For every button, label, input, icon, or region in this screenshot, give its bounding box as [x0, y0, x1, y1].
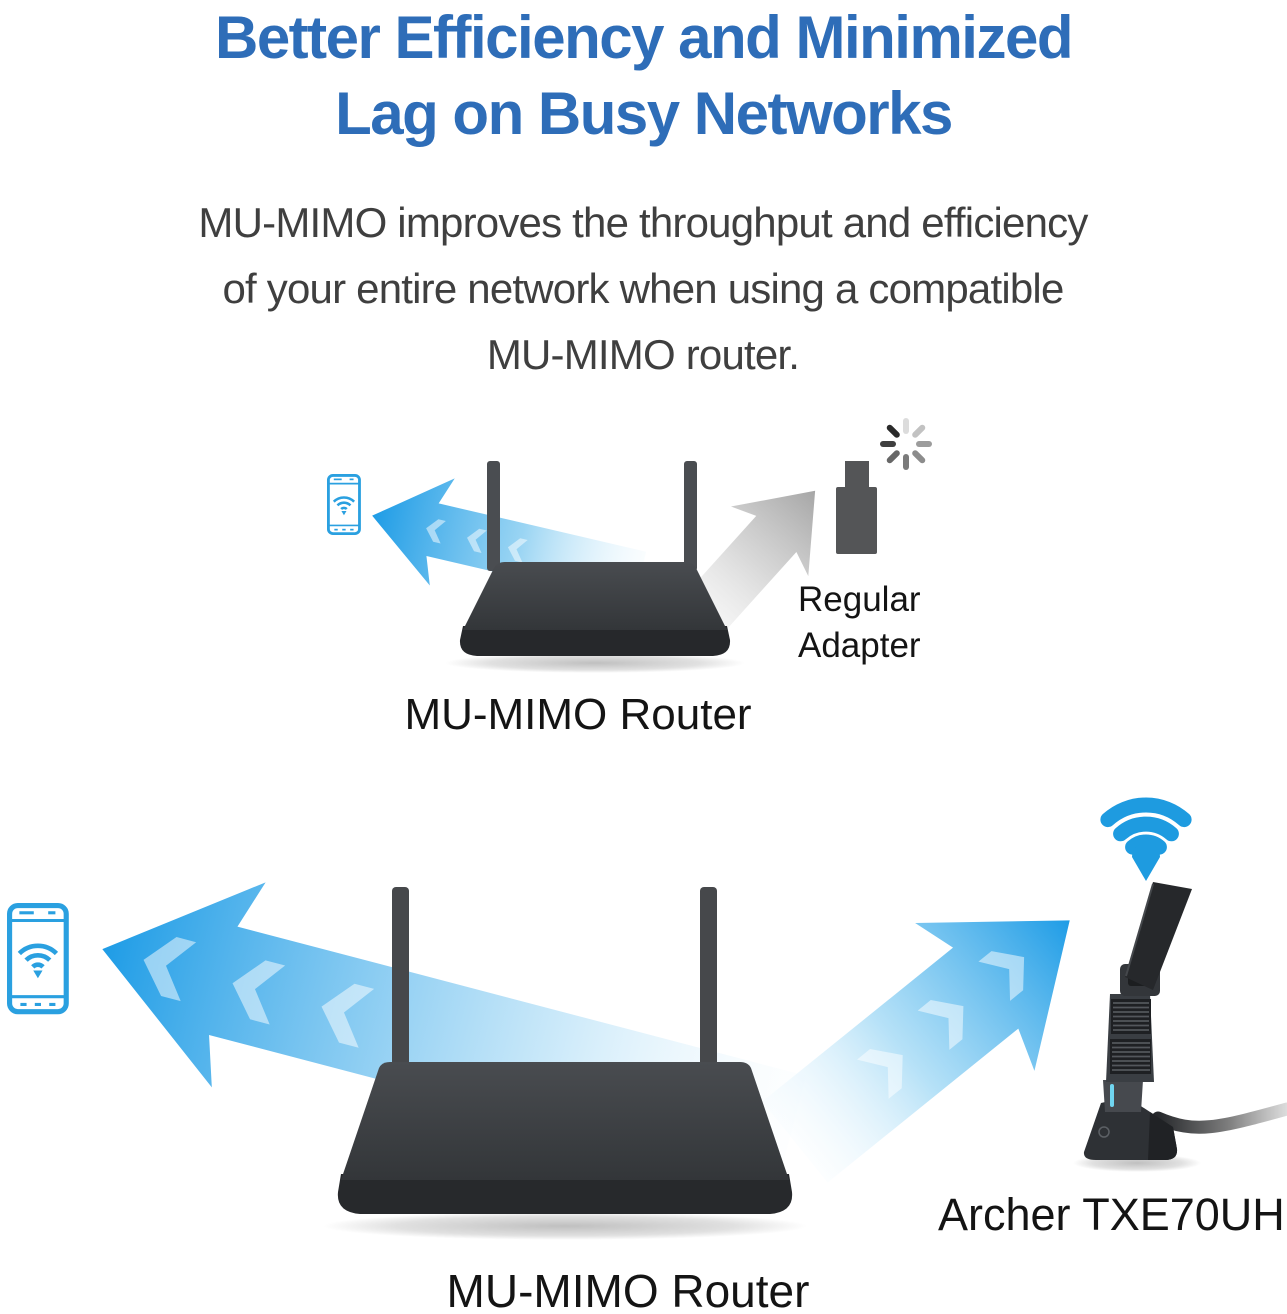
- buffering-spinner-icon: [880, 418, 932, 470]
- tplink-logo: [1098, 1126, 1110, 1138]
- router-antenna-right: [700, 887, 717, 1072]
- archer-product-label: Archer TXE70UH: [938, 1189, 1285, 1240]
- adapter-stand-shade: [1148, 1112, 1178, 1160]
- smartphone-wifi-icon: [10, 906, 67, 1012]
- intro-line2: of your entire network when using a comp…: [222, 264, 1064, 312]
- page-title: Better Efficiency and Minimized Lag on B…: [0, 0, 1287, 151]
- mu-mimo-router-top: [445, 461, 745, 673]
- usb-cable: [1151, 1102, 1287, 1134]
- signal-arrow-to-archer-icon: [762, 920, 1070, 1183]
- top-router-label: MU-MIMO Router: [404, 690, 752, 739]
- intro-line1: MU-MIMO improves the throughput and effi…: [198, 199, 1088, 246]
- router-antenna-left: [487, 461, 500, 571]
- router-shadow: [323, 1212, 807, 1240]
- adapter-vent-lines: [1112, 1002, 1150, 1071]
- usb-adapter-icon: [836, 461, 877, 554]
- router-shadow: [445, 653, 745, 673]
- mu-mimo-router-bottom: [323, 887, 807, 1240]
- top-diagram: [327, 418, 932, 673]
- router-base: [337, 1174, 793, 1214]
- router-base: [459, 626, 731, 656]
- page-title-line1: Better Efficiency and Minimized: [214, 4, 1074, 71]
- wifi-signal-icon: [1100, 797, 1192, 881]
- archer-adapter: [1073, 882, 1287, 1172]
- page-title-line2: Lag on Busy Networks: [335, 79, 953, 147]
- adapter-antenna-edge: [1125, 883, 1154, 977]
- bottom-router-label: MU-MIMO Router: [446, 1265, 810, 1314]
- bottom-diagram: [10, 797, 1287, 1240]
- adapter-antenna: [1125, 882, 1192, 990]
- smartphone-wifi-icon: [327, 474, 361, 536]
- router-body: [463, 562, 727, 630]
- intro-paragraph: MU-MIMO improves the throughput and effi…: [63, 190, 1223, 388]
- adapter-usb-section: [1103, 1080, 1143, 1112]
- router-antenna-right: [684, 461, 697, 571]
- router-antenna-left: [392, 887, 409, 1072]
- regular-adapter-label: Regular Adapter: [798, 580, 921, 665]
- router-body: [341, 1062, 789, 1180]
- intro-line3: MU-MIMO router.: [486, 330, 800, 378]
